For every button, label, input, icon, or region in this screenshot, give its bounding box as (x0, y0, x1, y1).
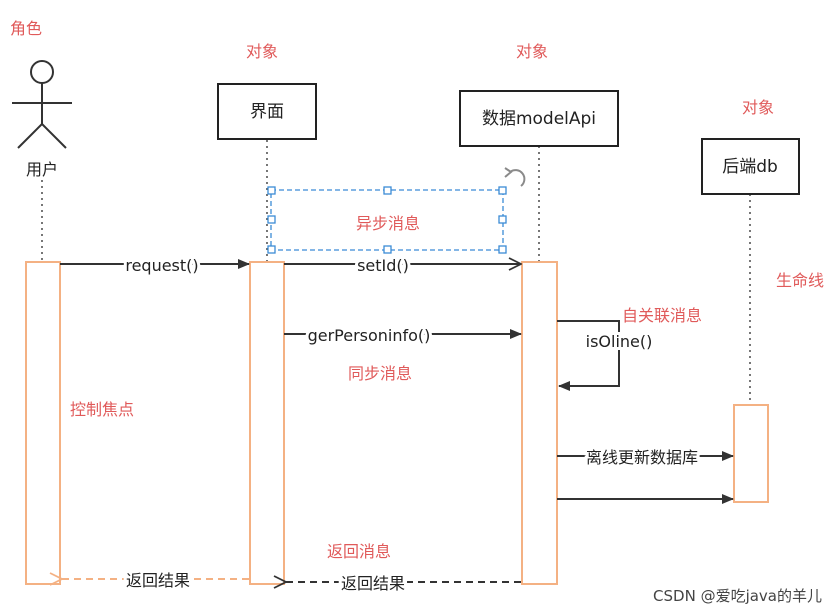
model-activation-bar[interactable] (521, 261, 558, 585)
get-person-label: gerPersoninfo() (308, 326, 431, 345)
async-message-annotation: 异步消息 (356, 214, 420, 233)
self-message-annotation: 自关联消息 (622, 306, 702, 325)
watermark: CSDN @爱吃java的羊儿 (653, 587, 822, 605)
offline-update-label: 离线更新数据库 (586, 448, 698, 467)
object-annotation-model: 对象 (516, 42, 548, 61)
backend-object-box[interactable] (701, 138, 800, 195)
rotate-handle-icon[interactable] (504, 167, 526, 187)
request-label: request() (125, 256, 198, 275)
model-object-box[interactable] (459, 90, 619, 147)
setid-label: setId() (357, 256, 409, 275)
object-annotation-ui: 对象 (246, 42, 278, 61)
backend-label: 后端db (722, 157, 778, 177)
return-ui-label: 返回结果 (341, 574, 405, 593)
role-annotation: 角色 (10, 19, 42, 38)
user-actor-icon (12, 60, 72, 149)
lifeline-annotation: 生命线 (776, 271, 824, 290)
ui-object-box[interactable] (217, 83, 317, 140)
ui-label: 界面 (250, 102, 284, 122)
object-annotation-backend: 对象 (742, 98, 774, 117)
is-online-label: isOline() (586, 332, 653, 351)
ui-activation-bar[interactable] (249, 261, 285, 585)
model-label: 数据modelApi (482, 109, 596, 129)
focus-of-control-annotation: 控制焦点 (70, 400, 134, 419)
return-user-label: 返回结果 (126, 571, 190, 590)
user-label: 用户 (26, 160, 58, 179)
async-selection-box[interactable] (267, 186, 507, 254)
user-activation-bar[interactable] (25, 261, 61, 585)
return-message-annotation: 返回消息 (327, 542, 391, 561)
sync-message-annotation: 同步消息 (348, 364, 412, 383)
is-online-self-arrow[interactable] (557, 320, 620, 391)
backend-activation-bar[interactable] (733, 404, 769, 503)
